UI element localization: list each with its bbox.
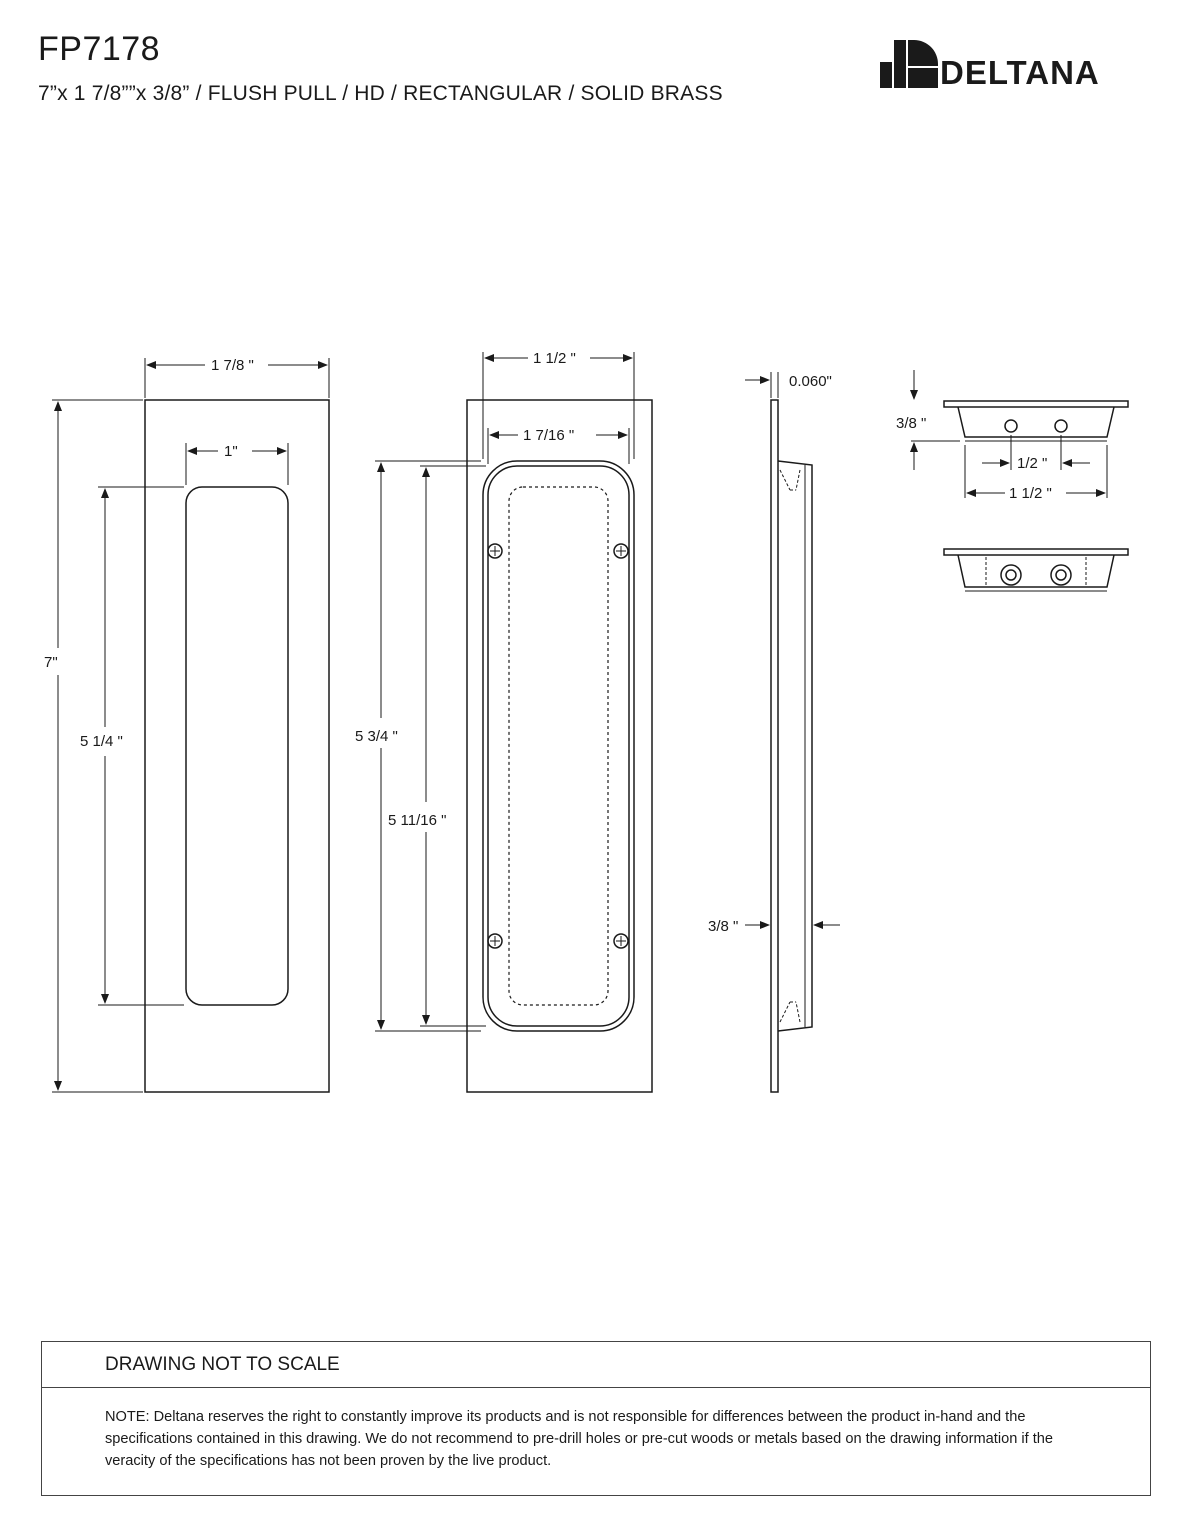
hidden-recess-outline: [508, 486, 609, 1006]
back-height-label: 5 3/4 ": [355, 728, 398, 745]
notes-panel: DRAWING NOT TO SCALE NOTE: Deltana reser…: [41, 1341, 1151, 1496]
end-hole-spacing-label: 1/2 ": [1017, 455, 1047, 472]
back-view: [375, 352, 653, 1093]
side-plate-outline: [770, 399, 779, 1093]
disclaimer-text: NOTE: Deltana reserves the right to cons…: [105, 1409, 1054, 1469]
front-view: [52, 358, 330, 1093]
screw-bottom-left-icon: [487, 933, 503, 949]
end-hole-left-icon: [1004, 419, 1018, 433]
side-depth-label: 3/8 ": [708, 918, 738, 935]
end-view-bottom: [943, 548, 1129, 592]
back-plate-outline: [466, 399, 653, 1093]
side-cup-profile: [777, 460, 813, 1032]
end-depth-label: 3/8 ": [896, 415, 926, 432]
deltana-mark-icon: [880, 40, 938, 88]
back-cup-inner: [487, 465, 630, 1027]
countersunk-hole-left-icon: [1000, 564, 1022, 586]
recess-height-label: 5 1/4 ": [80, 733, 123, 750]
side-view: [745, 372, 840, 1093]
end-width-label: 1 1/2 ": [1009, 485, 1052, 502]
end-view-top: [910, 370, 1129, 498]
front-plate-outline: [144, 399, 330, 1093]
product-description: 7”x 1 7/8””x 3/8” / FLUSH PULL / HD / RE…: [38, 82, 723, 105]
countersunk-hole-right-icon: [1050, 564, 1072, 586]
back-inner-height-label: 5 11/16 ": [388, 812, 446, 829]
product-code: FP7178: [38, 30, 161, 68]
front-recess-outline: [185, 486, 289, 1006]
brand-logo: DELTANA: [880, 40, 1150, 92]
screw-top-right-icon: [613, 543, 629, 559]
front-width-label: 1 7/8 ": [211, 357, 254, 374]
front-height-label: 7": [44, 654, 58, 671]
back-width-label: 1 1/2 ": [533, 350, 576, 367]
back-cup-outer: [482, 460, 635, 1032]
scale-note: DRAWING NOT TO SCALE: [42, 1342, 1150, 1388]
end-hole-right-icon: [1054, 419, 1068, 433]
recess-width-label: 1": [224, 443, 238, 460]
screw-bottom-right-icon: [613, 933, 629, 949]
plate-thickness-label: 0.060": [789, 373, 832, 390]
back-inner-width-label: 1 7/16 ": [523, 427, 574, 444]
brand-name: DELTANA: [940, 54, 1100, 91]
screw-top-left-icon: [487, 543, 503, 559]
